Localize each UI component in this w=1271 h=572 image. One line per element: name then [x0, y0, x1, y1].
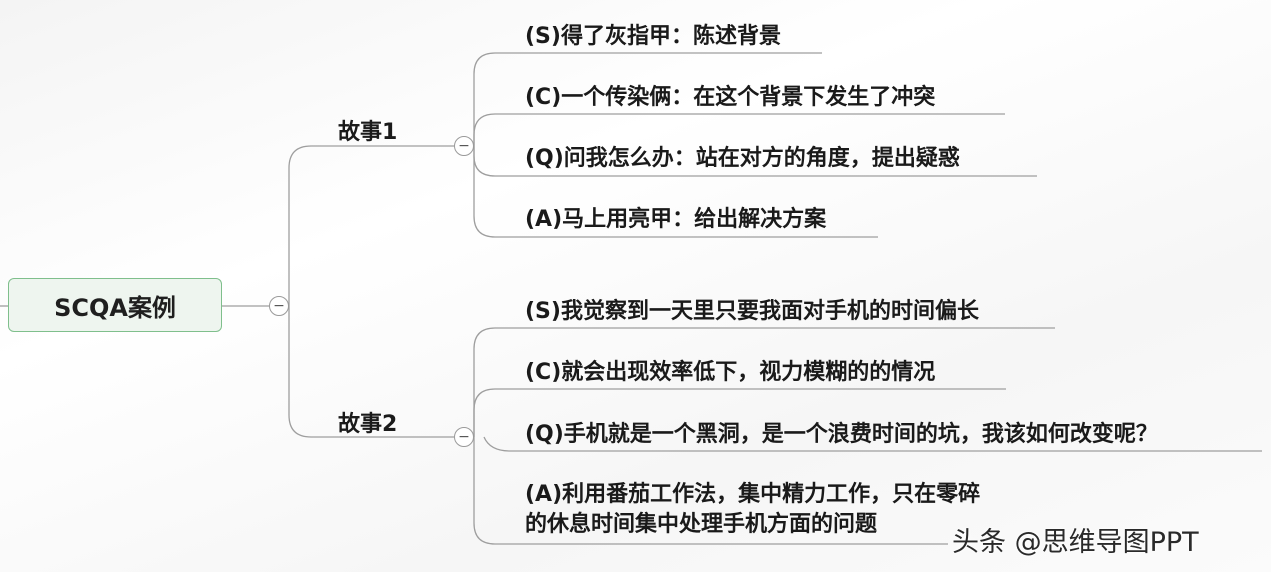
leaf-story-1-complication[interactable]: (C)一个传染俩：在这个背景下发生了冲突 [525, 85, 936, 110]
connector-leaf-2-1 [473, 327, 1055, 437]
branch-1-collapse-toggle[interactable]: − [454, 136, 474, 156]
connector-leaf-1-2 [473, 113, 1005, 146]
leaf-story-2-answer[interactable]: (A)利用番茄工作法，集中精力工作，只在零碎 的休息时间集中处理手机方面的问题 [525, 480, 980, 540]
leaf-story-1-situation[interactable]: (S)得了灰指甲：陈述背景 [525, 24, 781, 49]
watermark: 头条 @思维导图PPT [952, 527, 1199, 558]
leaf-story-2-answer-line-2: 的休息时间集中处理手机方面的问题 [525, 512, 878, 537]
connector-leaf-2-2 [473, 388, 1006, 437]
leaf-story-2-answer-line-1: (A)利用番茄工作法，集中精力工作，只在零碎 [525, 482, 981, 507]
connector-branch-2 [288, 306, 454, 438]
branch-story-2[interactable]: 故事2 [338, 412, 398, 437]
leaf-story-1-answer[interactable]: (A)马上用亮甲：给出解决方案 [525, 207, 827, 232]
branch-story-1[interactable]: 故事1 [338, 120, 398, 145]
leaf-story-2-situation[interactable]: (S)我觉察到一天里只要我面对手机的时间偏长 [525, 299, 979, 324]
connector-branch-1 [288, 145, 454, 306]
connector-leaf-1-1 [473, 52, 822, 146]
root-node[interactable]: SCQA案例 [8, 278, 222, 332]
connector-leaf-1-4 [473, 146, 878, 238]
leaf-story-1-question[interactable]: (Q)问我怎么办：站在对方的角度，提出疑惑 [525, 146, 960, 171]
leaf-story-2-complication[interactable]: (C)就会出现效率低下，视力模糊的的情况 [525, 360, 936, 385]
root-collapse-toggle[interactable]: − [269, 296, 289, 316]
connector-leaf-2-3 [483, 436, 1262, 452]
connector-leaf-2-4 [473, 437, 948, 545]
leaf-story-2-question[interactable]: (Q)手机就是一个黑洞，是一个浪费时间的坑，我该如何改变呢？ [525, 422, 1158, 447]
branch-2-collapse-toggle[interactable]: − [454, 427, 474, 447]
